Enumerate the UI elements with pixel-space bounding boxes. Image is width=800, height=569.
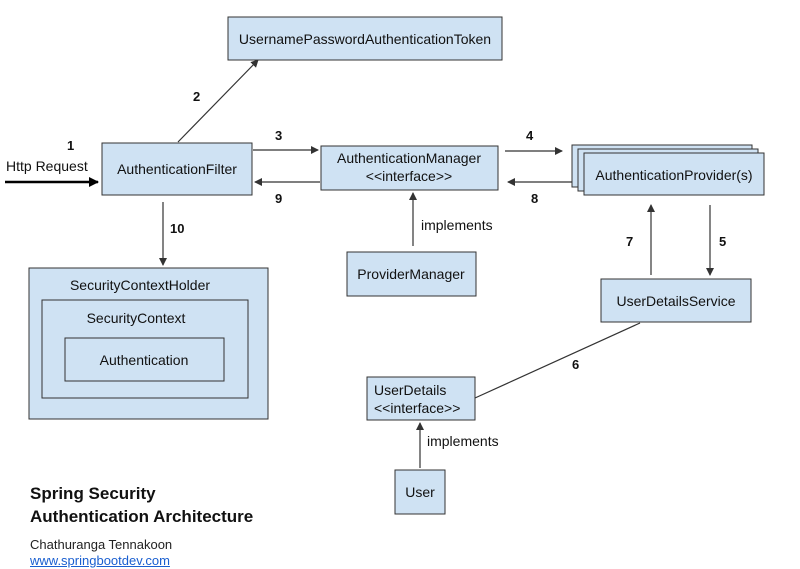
node-user: User	[394, 469, 446, 515]
node-user-details-service: UserDetailsService	[600, 278, 752, 323]
node-context-label: SecurityContext	[87, 310, 186, 326]
node-provider-label: AuthenticationProvider(s)	[595, 167, 752, 183]
node-manager: AuthenticationManager <<interface>>	[320, 145, 499, 191]
step-3-label: 3	[275, 128, 282, 143]
website-link[interactable]: www.springbootdev.com	[30, 553, 170, 568]
node-user-details-stereotype: <<interface>>	[374, 400, 460, 416]
node-uds-label: UserDetailsService	[616, 293, 735, 309]
step-1-label: 1	[67, 138, 74, 153]
step-8-label: 8	[531, 191, 538, 206]
node-token-label: UsernamePasswordAuthenticationToken	[239, 31, 491, 47]
step-5-label: 5	[719, 234, 726, 249]
node-provider-manager: ProviderManager	[346, 251, 477, 297]
diagram-title-line2: Authentication Architecture	[30, 507, 254, 526]
step-7-label: 7	[626, 234, 633, 249]
node-authentication-label: Authentication	[100, 352, 189, 368]
node-user-label: User	[405, 484, 435, 500]
node-manager-label: AuthenticationManager	[337, 150, 481, 166]
node-context-holder-label: SecurityContextHolder	[70, 277, 210, 293]
step-10-label: 10	[170, 221, 184, 236]
node-user-details-label: UserDetails	[374, 382, 446, 398]
node-manager-stereotype: <<interface>>	[366, 168, 452, 184]
node-filter-label: AuthenticationFilter	[117, 161, 237, 177]
edge-uds-to-userdetails	[474, 322, 641, 399]
edge-filter-to-token	[177, 59, 259, 143]
implements-user-label: implements	[427, 433, 499, 449]
step-6-label: 6	[572, 357, 579, 372]
node-provider-stack: AuthenticationProvider(s)	[571, 144, 765, 196]
implements-manager-label: implements	[421, 217, 493, 233]
diagram-title-line1: Spring Security	[30, 484, 156, 503]
author-name: Chathuranga Tennakoon	[30, 537, 173, 552]
node-filter: AuthenticationFilter	[101, 142, 253, 196]
step-4-label: 4	[526, 128, 534, 143]
step-9-label: 9	[275, 191, 282, 206]
node-user-details: UserDetails <<interface>>	[366, 376, 476, 421]
step-2-label: 2	[193, 89, 200, 104]
node-context-holder: SecurityContextHolder SecurityContext Au…	[28, 267, 269, 420]
node-provider-manager-label: ProviderManager	[357, 266, 465, 282]
node-token: UsernamePasswordAuthenticationToken	[227, 16, 503, 61]
diagram-title: Spring Security Authentication Architect…	[30, 482, 253, 528]
http-request-label: Http Request	[6, 158, 88, 174]
